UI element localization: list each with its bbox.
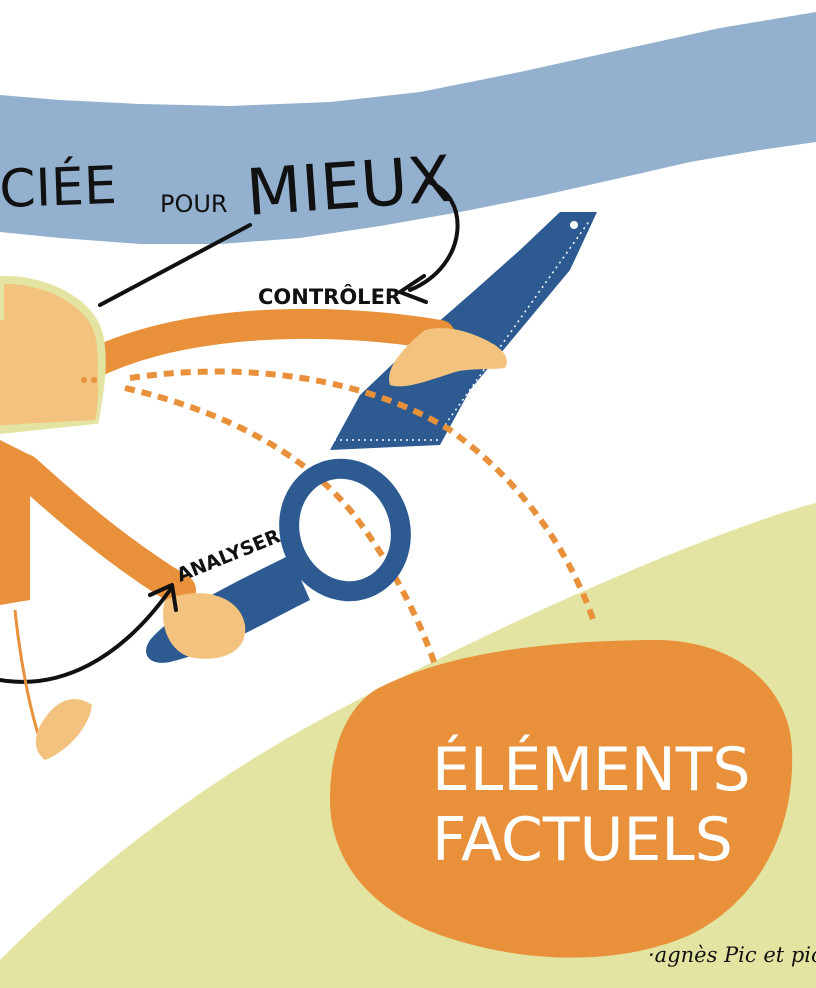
blue-banner (0, 12, 816, 244)
banner-word-small: POUR (160, 190, 228, 218)
eye (81, 377, 87, 383)
eye (91, 377, 97, 383)
signature: ·agnès Pic et pic· (648, 943, 816, 967)
arrow-to-controler (408, 180, 460, 292)
arrowhead-analyser (148, 583, 178, 612)
dashed-line (124, 385, 438, 666)
banner-leader-line (98, 223, 252, 307)
hand-on-magnifier (163, 593, 246, 659)
arm-to-saw (75, 308, 455, 380)
arm-to-magnifier (9, 454, 196, 606)
character-leg (13, 609, 42, 741)
blob-line-2: FACTUELS (432, 805, 733, 875)
arrow-to-analyser (0, 588, 172, 684)
banner-word-left: CIÉE (0, 155, 118, 220)
saw-icon (330, 212, 597, 450)
arrowhead-controler (398, 274, 428, 304)
banner-word-big: MIEUX (244, 143, 454, 231)
hand-on-saw (389, 328, 507, 387)
orange-blob (330, 640, 793, 958)
character-foot (35, 699, 92, 760)
dashed-line (129, 368, 598, 626)
blob-line-1: ÉLÉMENTS (432, 733, 751, 805)
label-controler: CONTRÔLER (258, 284, 401, 309)
character-face (0, 319, 99, 425)
